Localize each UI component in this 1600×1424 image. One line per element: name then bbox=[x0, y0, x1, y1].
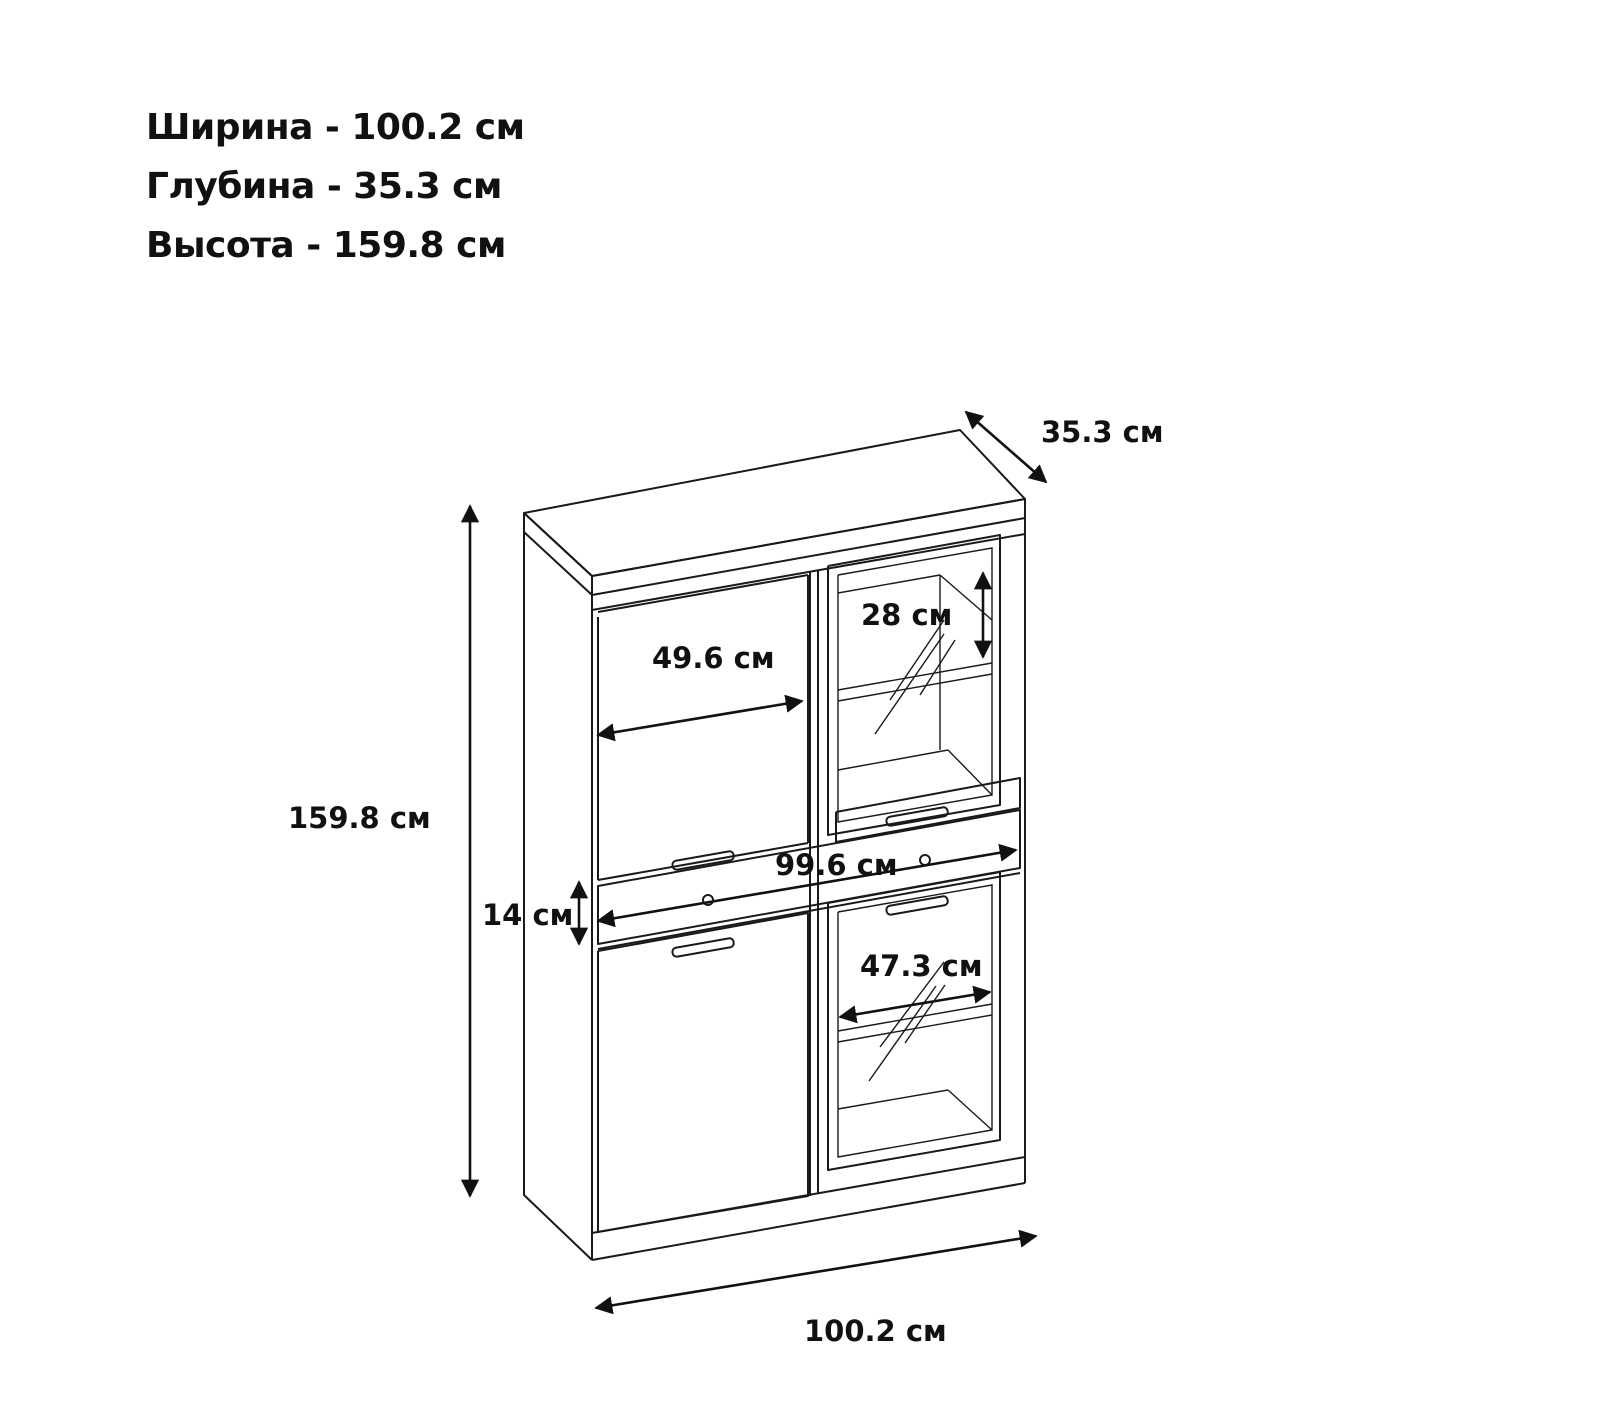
shelf-height-label: 28 см bbox=[861, 598, 952, 632]
drawer-width-label: 99.6 см bbox=[775, 848, 898, 882]
dimension-arrows bbox=[460, 410, 1048, 1315]
door-width-label: 49.6 см bbox=[652, 641, 775, 675]
spec-depth: Глубина - 35.3 см bbox=[146, 166, 502, 207]
drawer-height-label: 14 см bbox=[482, 898, 573, 932]
specs-block: Ширина - 100.2 см Глубина - 35.3 см Высо… bbox=[146, 104, 525, 281]
spec-width: Ширина - 100.2 см bbox=[146, 107, 525, 148]
spec-height: Высота - 159.8 см bbox=[146, 225, 506, 266]
width-label: 100.2 см bbox=[804, 1314, 947, 1348]
height-label: 159.8 см bbox=[288, 801, 431, 835]
cabinet-body bbox=[523, 429, 1026, 1261]
depth-label: 35.3 см bbox=[1041, 415, 1164, 449]
inner-width-label: 47.3 см bbox=[860, 949, 983, 983]
